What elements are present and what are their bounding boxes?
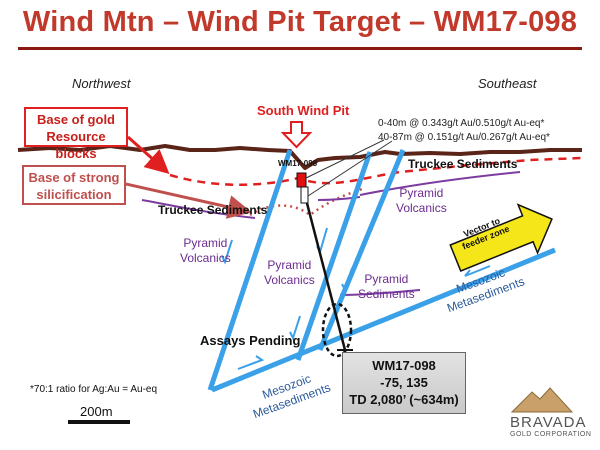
fault-right bbox=[317, 149, 406, 351]
scale-label: 200m bbox=[80, 404, 113, 419]
callout-line: Base of strong bbox=[28, 170, 120, 185]
fault-arrow bbox=[464, 265, 491, 277]
fault-arrow bbox=[289, 315, 301, 341]
fault-low-angle bbox=[211, 247, 556, 393]
assay-intercepts: 0-40m @ 0.343g/t Au/0.510g/t Au-eq* 40-8… bbox=[378, 117, 550, 145]
unit-pyramid-sediments: Pyramid Sediments bbox=[358, 272, 415, 302]
unit-label-line: Volcanics bbox=[264, 273, 315, 287]
hole-info-line: WM17-098 bbox=[372, 358, 436, 373]
unit-label-line: Pyramid bbox=[364, 272, 409, 286]
silicification-arrow bbox=[125, 182, 252, 219]
logo-mountain-icon bbox=[510, 387, 574, 413]
unit-pyramid-volcanics-middle: Pyramid Volcanics bbox=[264, 258, 315, 288]
pit-label: South Wind Pit bbox=[257, 103, 350, 118]
unit-truckee-left: Truckee Sediments bbox=[158, 203, 268, 217]
silicification-base-callout: Base of strong silicification bbox=[22, 165, 126, 205]
callout-line: silicification bbox=[36, 187, 112, 202]
assay-leader-line bbox=[307, 140, 393, 197]
assay-intercept: 40-87m @ 0.151g/t Au/0.267g/t Au-eq* bbox=[378, 132, 550, 143]
drillhole-trace bbox=[299, 179, 347, 351]
unit-label-line: Volcanics bbox=[396, 201, 447, 215]
unit-label-line: Pyramid bbox=[399, 186, 444, 200]
vector-arrow-icon bbox=[449, 203, 553, 272]
page-title: Wind Mtn – Wind Pit Target – WM17-098 bbox=[22, 6, 578, 38]
topography-line bbox=[17, 144, 582, 170]
assay-intercept: 0-40m @ 0.343g/t Au/0.510g/t Au-eq* bbox=[378, 118, 545, 129]
direction-southeast: Southeast bbox=[478, 76, 537, 91]
logo-name: BRAVADA bbox=[510, 414, 587, 431]
fault-arrow bbox=[221, 239, 233, 265]
assays-pending-label: Assays Pending bbox=[200, 333, 301, 348]
unit-label-line: Pyramid bbox=[183, 236, 228, 250]
drillhole-collar-interval bbox=[296, 172, 307, 188]
callout-line: Base of gold bbox=[36, 112, 115, 127]
logo-subtitle: GOLD CORPORATION bbox=[510, 431, 592, 438]
title-divider bbox=[18, 47, 582, 50]
unit-truckee-right: Truckee Sediments bbox=[408, 157, 518, 171]
unit-label-line: Volcanics bbox=[180, 251, 231, 265]
fault-left bbox=[207, 149, 293, 391]
unit-pyramid-volcanics-left: Pyramid Volcanics bbox=[180, 236, 231, 266]
unit-pyramid-volcanics-right: Pyramid Volcanics bbox=[396, 186, 447, 216]
drillhole-info-box: WM17-098 -75, 135 TD 2,080’ (~634m) bbox=[342, 352, 466, 414]
scale-bar bbox=[68, 420, 130, 424]
hole-info-line: -75, 135 bbox=[380, 375, 428, 390]
unit-label-line: Pyramid bbox=[267, 258, 312, 272]
fault-arrow bbox=[237, 355, 265, 370]
drillhole-collar-label: WM17-098 bbox=[278, 159, 318, 168]
assay-leader-line bbox=[305, 139, 385, 179]
gold-resource-base-callout: Base of gold Resource blocks bbox=[24, 107, 128, 161]
direction-northwest: Northwest bbox=[72, 76, 131, 91]
au-eq-footnote: *70:1 ratio for Ag:Au = Au-eq bbox=[30, 384, 158, 395]
fault-middle bbox=[295, 151, 373, 361]
unit-label-line: Sediments bbox=[358, 287, 415, 301]
purple-contact-right bbox=[359, 171, 521, 196]
pit-down-arrow-icon bbox=[280, 121, 313, 149]
drillhole-interval-2 bbox=[300, 186, 309, 204]
fault-arrow bbox=[341, 267, 353, 293]
gold-resource-base-line bbox=[169, 156, 583, 186]
assays-pending-ellipse bbox=[321, 302, 353, 358]
callout-line: Resource blocks bbox=[46, 129, 106, 161]
hole-info-line: TD 2,080’ (~634m) bbox=[349, 392, 459, 407]
purple-sediment-contact bbox=[339, 289, 421, 296]
gold-base-arrow bbox=[127, 135, 170, 174]
